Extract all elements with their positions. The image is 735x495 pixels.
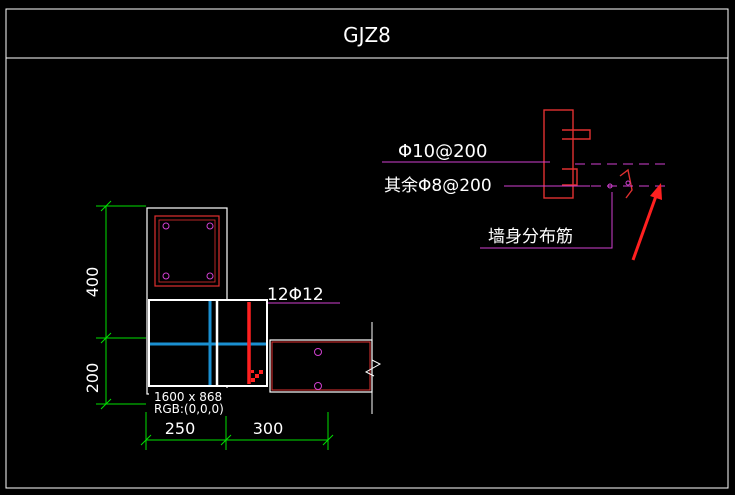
vertical-dimensions [96, 200, 146, 410]
magnifier-tooltip: 1600 x 868 RGB:(0,0,0) [148, 299, 268, 416]
rebar-label-1: Φ10@200 [398, 141, 487, 162]
drawing-frame [5, 8, 729, 489]
dim-horizontal-300: 300 [253, 419, 284, 438]
horizontal-dimensions [140, 412, 334, 450]
main-bar-label: 12Φ12 [267, 285, 324, 305]
wall-rebar-leader [480, 192, 613, 249]
magnifier-rgb: RGB:(0,0,0) [154, 402, 224, 416]
stirrup-detail [543, 109, 670, 199]
red-arrow [631, 183, 662, 261]
dim-horizontal-250: 250 [165, 419, 196, 438]
drawing-title: GJZ8 [343, 23, 391, 47]
magnifier-size: 1600 x 868 [154, 390, 222, 404]
wall-rebar-label: 墙身分布筋 [488, 227, 573, 247]
dim-vertical-400: 400 [83, 267, 102, 298]
dim-vertical-200: 200 [83, 363, 102, 394]
rebar-label-2: 其余Φ8@200 [384, 176, 492, 196]
